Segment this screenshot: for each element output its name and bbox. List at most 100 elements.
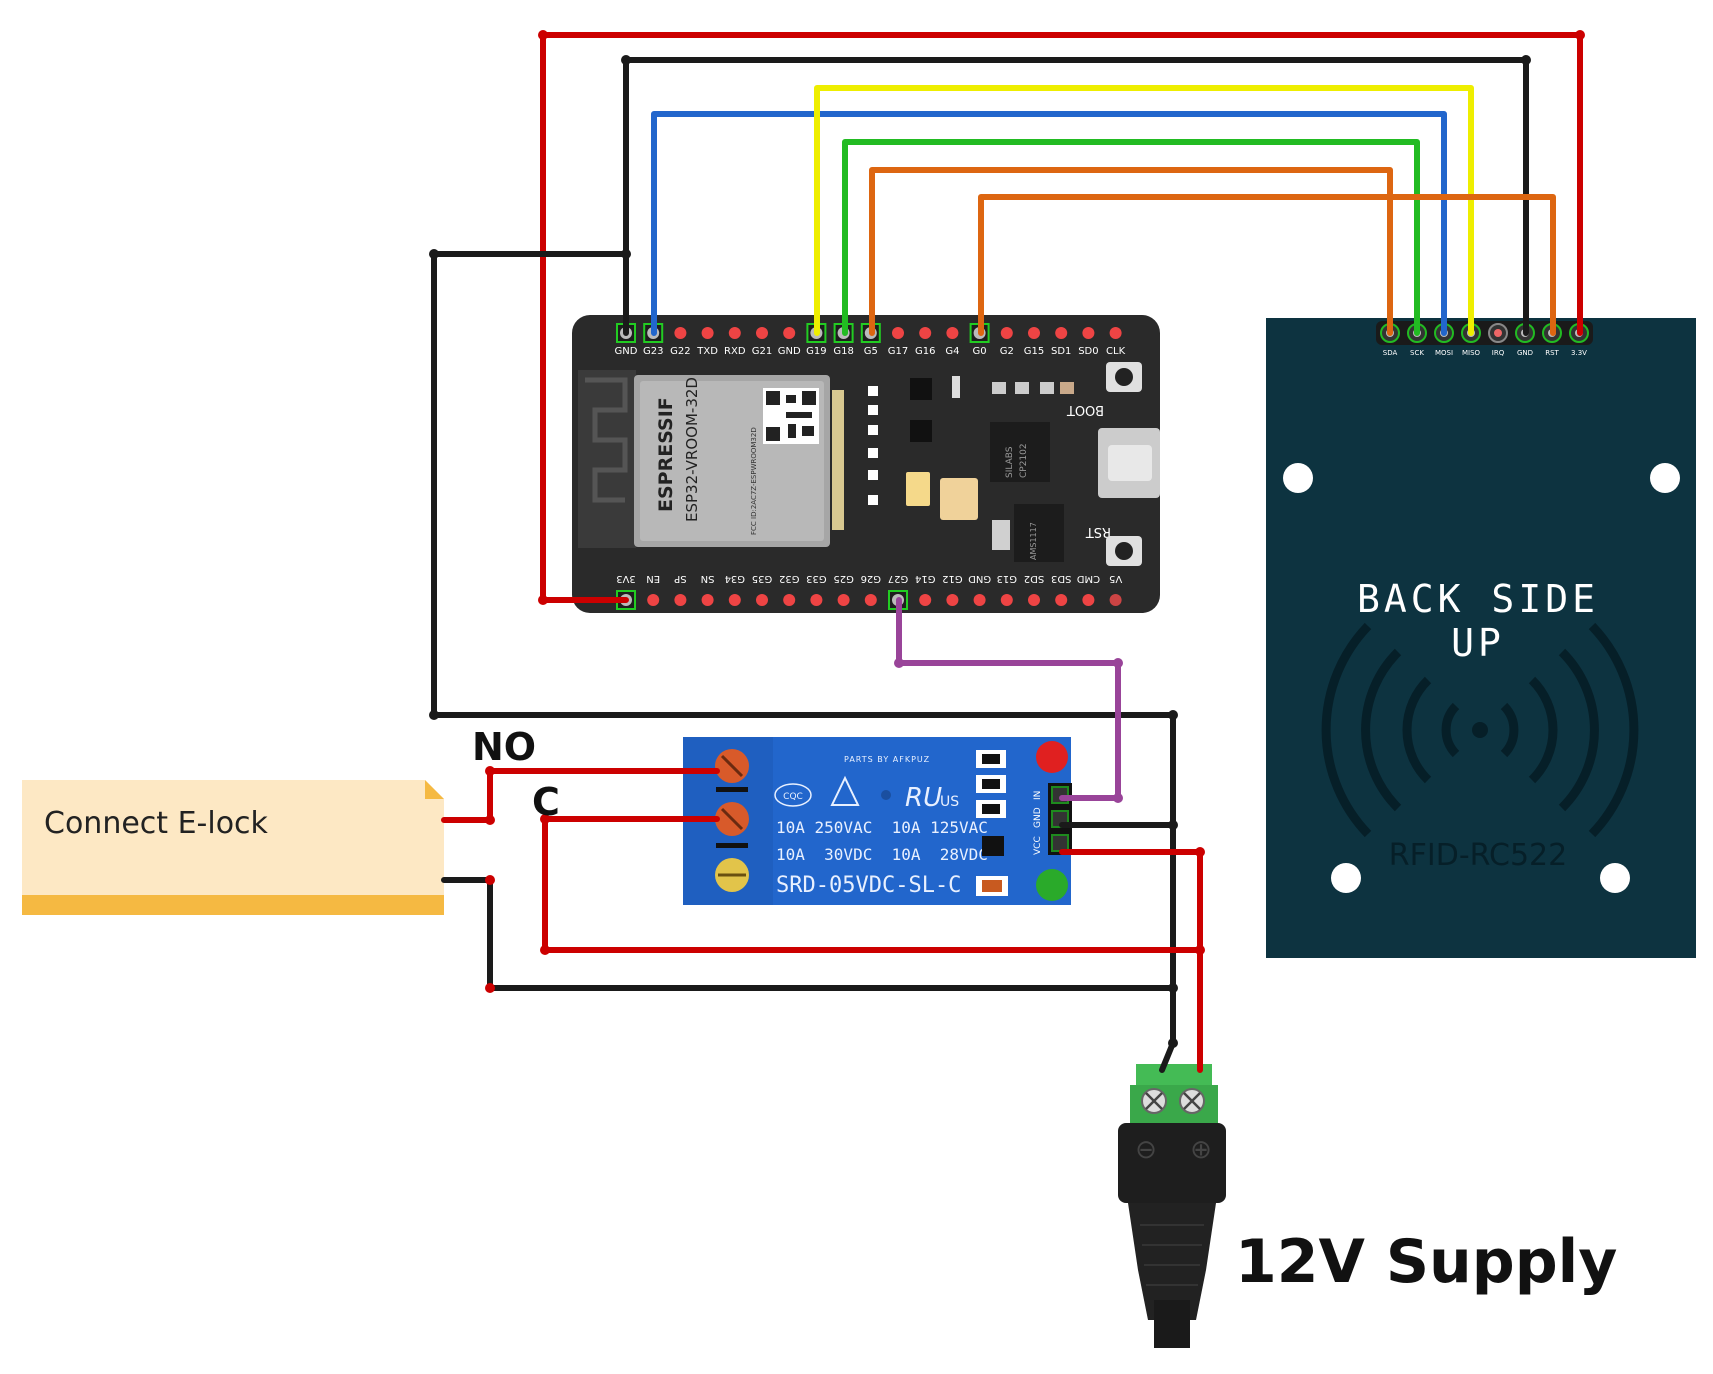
wire-g19-miso: [814, 85, 1474, 336]
no-label: NO: [472, 725, 536, 769]
esp32-pin-label: SP: [674, 573, 686, 584]
esp32-pin-label: G22: [670, 346, 690, 357]
esp32-pin-label: SD1: [1051, 346, 1071, 357]
esp32-pin-label: G34: [725, 573, 745, 584]
esp32-pin-g15: G15: [1024, 324, 1044, 357]
rfid-pin-label: IRQ: [1492, 349, 1505, 357]
esp32-pin-label: RXD: [724, 346, 746, 357]
esp32-pin-label: SD0: [1078, 346, 1098, 357]
relay-pin-in: IN: [1033, 791, 1043, 800]
esp32-pin-label: G27: [888, 573, 908, 584]
esp32-pin-label: 3V3: [616, 573, 636, 584]
wires: [429, 30, 1585, 1073]
esp32-pin-label: SD2: [1024, 573, 1044, 584]
esp32-pin-sn: SN: [698, 573, 717, 609]
relay-terminal-c: [715, 802, 749, 836]
relay-spec-row1: 10A 250VAC 10A 125VAC: [776, 818, 988, 837]
esp32-pin-label: GND: [968, 573, 991, 584]
dc-jack: ⊖ ⊕: [1118, 1064, 1226, 1348]
esp32-pin-sd3: SD3: [1051, 573, 1071, 609]
relay-terminal-nc: [715, 858, 749, 892]
esp32-pin-g4: G4: [943, 324, 962, 357]
esp32-pin-g14: G14: [915, 573, 935, 609]
esp32-pin-label: CLK: [1106, 346, 1126, 357]
esp32-pin-label: G16: [915, 346, 935, 357]
module-brand: ESPRESSIF: [655, 397, 677, 512]
rfid-title-line1: BACK SIDE: [1357, 577, 1599, 621]
relay-ul-mark: RU: [905, 783, 942, 813]
chip-text-1: SILABS: [1005, 446, 1015, 478]
module-name: ESP32-VROOM-32D: [683, 377, 701, 522]
qr-code-icon: [763, 388, 819, 444]
esp32-pin-sd2: SD2: [1024, 573, 1044, 609]
nfc-waves-icon: [1321, 622, 1639, 838]
esp32-pin-label: G13: [997, 573, 1017, 584]
wire-c: [542, 816, 1203, 953]
esp32-pin-g12: G12: [942, 573, 963, 609]
wire-no: [441, 768, 720, 823]
relay-us: US: [940, 794, 959, 810]
jack-plus-icon: ⊕: [1190, 1135, 1212, 1165]
esp32-pin-v5: V5: [1106, 573, 1125, 609]
usb-port-icon: [1098, 428, 1160, 498]
boot-label: BOOT: [1067, 402, 1104, 417]
esp32-pin-g32: G32: [779, 573, 799, 609]
esp32-pin-label: G12: [942, 573, 962, 584]
esp32-pin-label: G25: [833, 573, 853, 584]
esp32-pin-txd: TXD: [696, 324, 718, 357]
jack-minus-icon: ⊖: [1135, 1135, 1157, 1165]
esp32-pin-label: GND: [778, 346, 801, 357]
esp32-pin-g26: G26: [861, 573, 881, 609]
elock-label: Connect E-lock: [44, 806, 269, 841]
rfid-pin-label: SDA: [1383, 349, 1398, 357]
esp32-pin-rxd: RXD: [724, 324, 746, 357]
boot-button: [1106, 362, 1142, 392]
relay-pin-gnd: GND: [1033, 807, 1043, 828]
esp32-pin-g13: G13: [997, 573, 1017, 609]
wire-vcc-supply: [1059, 849, 1203, 1073]
esp32-pin-g25: G25: [833, 573, 854, 609]
rfid-title-line2: UP: [1451, 621, 1505, 665]
esp32-pin-label: SD3: [1051, 573, 1071, 584]
esp32-pin-label: G32: [779, 573, 799, 584]
rfid-pin-label: 3.3V: [1571, 349, 1587, 357]
elock-note: Connect E-lock: [22, 780, 444, 915]
rfid-pin-label: SCK: [1410, 349, 1424, 357]
rfid-pin-label: GND: [1517, 349, 1533, 357]
wire-g18-sck: [842, 139, 1420, 336]
rfid-pin-label: MISO: [1462, 349, 1481, 357]
esp32-pin-label: G19: [806, 346, 826, 357]
esp32-pin-3v3: 3V3: [616, 573, 636, 610]
esp32-pin-label: G18: [833, 346, 853, 357]
esp32-pin-sd0: SD0: [1078, 324, 1099, 357]
rfid-pin-label: MOSI: [1435, 349, 1453, 357]
rst-label: RST: [1086, 524, 1111, 539]
esp32-pin-g2: G2: [997, 324, 1016, 357]
esp32-pin-label: G4: [945, 346, 959, 357]
esp32-pin-label: TXD: [696, 346, 718, 357]
relay-pin-vcc: VCC: [1033, 836, 1043, 855]
esp32-pin-gnd: GND: [968, 573, 991, 609]
rst-button: [1106, 536, 1142, 566]
esp32-pin-label: G26: [861, 573, 881, 584]
esp32-pin-g34: G34: [725, 573, 745, 609]
esp32-pin-g33: G33: [806, 573, 827, 609]
relay-module: PARTS BY AFKPUZ CQC US RU 10A 250VAC 10A…: [683, 737, 1072, 905]
esp32-pin-sp: SP: [671, 573, 690, 609]
esp32-pin-en: EN: [644, 573, 663, 609]
esp32-pin-g21: G21: [752, 324, 772, 357]
esp32-pin-label: EN: [646, 573, 660, 584]
relay-control-header: [1048, 783, 1072, 855]
esp32-pin-g22: G22: [670, 324, 691, 357]
esp32-pin-g16: G16: [915, 324, 935, 357]
esp32-pin-label: G14: [915, 573, 935, 584]
esp32-pin-label: G2: [1000, 346, 1014, 357]
rfid-model: RFID-RC522: [1389, 838, 1567, 873]
esp32-pin-label: SN: [701, 573, 715, 584]
relay-spec-row2: 10A 30VDC 10A 28VDC: [776, 845, 988, 864]
wire-g5-sda: [869, 167, 1393, 336]
esp32-pin-label: GND: [615, 346, 638, 357]
wire-g0-rst: [978, 194, 1556, 336]
relay-cqc: CQC: [783, 792, 803, 802]
